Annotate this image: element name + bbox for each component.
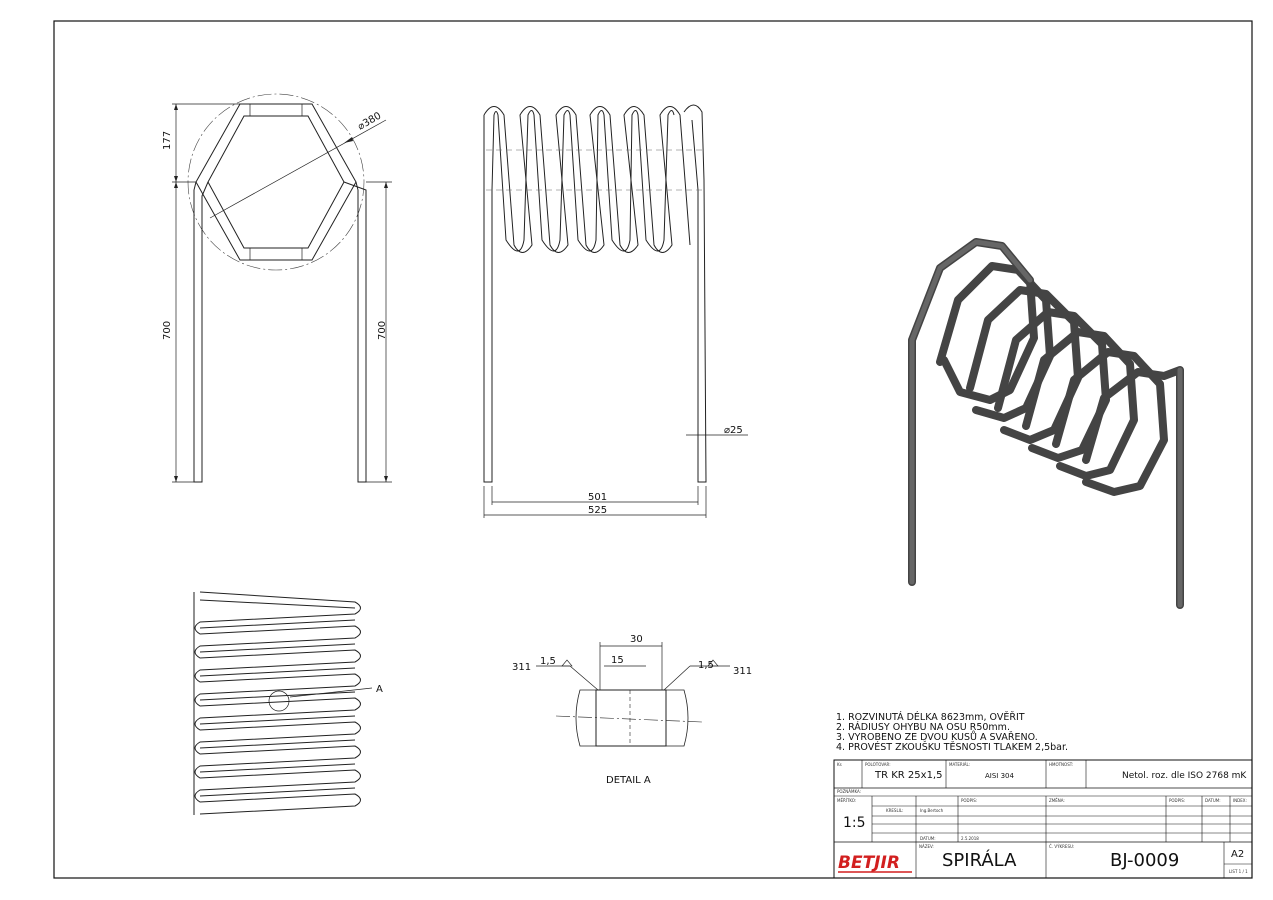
note-2: 2. RÁDIUSY OHYBU NA OSU R50mm. — [836, 721, 1010, 733]
detail-label: DETAIL A — [606, 775, 651, 786]
tb-tolerance: Netol. roz. dle ISO 2768 mK — [1122, 771, 1247, 781]
tb-datum2-label: DATUM: — [1205, 798, 1221, 803]
notes: 1. ROZVINUTÁ DÉLKA 8623mm, OVĚŘIT 2. RÁD… — [836, 711, 1068, 753]
tb-cislo: BJ-0009 — [1110, 850, 1179, 871]
tb-podpis2-label: PODPIS: — [1169, 798, 1185, 803]
tb-nazev-label: NÁZEV: — [919, 844, 934, 849]
detail-dim-15: 15 — [611, 655, 624, 666]
tb-zmena-label: ZMĚNA: — [1049, 798, 1065, 803]
detail-a — [536, 642, 730, 747]
tb-meritko-label: MĚŘÍTKO: — [837, 798, 856, 803]
company-logo: BETJIR — [838, 853, 912, 873]
weld-right-code: 311 — [733, 666, 752, 677]
tb-polotovar-label: POLOTOVAR: — [865, 762, 891, 767]
tb-ks-label: Ks — [837, 762, 842, 767]
dim-diameter-25: ⌀25 — [724, 425, 743, 436]
tb-format: A2 — [1231, 849, 1244, 860]
note-4: 4. PROVÉST ZKOUŠKU TĚSNOSTI TLAKEM 2,5ba… — [836, 741, 1068, 753]
tb-meritko: 1:5 — [843, 815, 866, 831]
tb-datum-label: DATUM: — [920, 836, 936, 841]
detail-marker-a: A — [376, 684, 383, 695]
title-block — [833, 759, 1253, 879]
top-view — [193, 591, 373, 815]
tb-kreslil-label: KRESLIL: — [886, 808, 903, 813]
tb-material: AISI 304 — [985, 772, 1014, 780]
detail-dim-30: 30 — [630, 634, 643, 645]
logo-text: BETJIR — [838, 853, 900, 873]
isometric-highlight — [909, 239, 1183, 608]
tb-material-label: MATERIÁL: — [949, 762, 970, 767]
weld-left-size: 1,5 — [540, 656, 556, 667]
weld-right-size: 1,5 — [698, 660, 714, 671]
dim-501: 501 — [588, 492, 607, 503]
tb-nazev: SPIRÁLA — [942, 849, 1017, 871]
dim-700-left: 700 — [162, 321, 173, 340]
note-1: 1. ROZVINUTÁ DÉLKA 8623mm, OVĚŘIT — [836, 711, 1025, 723]
weld-left-code: 311 — [512, 662, 531, 673]
dim-177: 177 — [162, 131, 173, 150]
tb-polotovar: TR KR 25x1,5 — [874, 770, 942, 781]
dim-525: 525 — [588, 505, 607, 516]
tb-poznamka-label: POZNÁMKA: — [837, 789, 861, 794]
tb-kreslil: Ing.Bertoch — [920, 808, 944, 813]
tb-hmotnost-label: HMOTNOST: — [1049, 762, 1073, 767]
tb-list: LIST 1 / 1 — [1229, 869, 1248, 874]
isometric-view — [908, 238, 1184, 609]
tb-index-label: INDEX: — [1233, 798, 1247, 803]
drawing-frame — [53, 20, 1253, 879]
side-view — [483, 104, 748, 518]
tb-podpis-label: PODPIS: — [961, 798, 977, 803]
front-view — [172, 93, 392, 483]
dim-700-right: 700 — [377, 321, 388, 340]
tb-datum: 2.5.2018 — [961, 836, 979, 841]
tb-cislo-label: Č. VÝKRESU: — [1049, 844, 1074, 849]
note-3: 3. VYROBENO ZE DVOU KUSŮ A SVAŘENO. — [836, 731, 1038, 743]
